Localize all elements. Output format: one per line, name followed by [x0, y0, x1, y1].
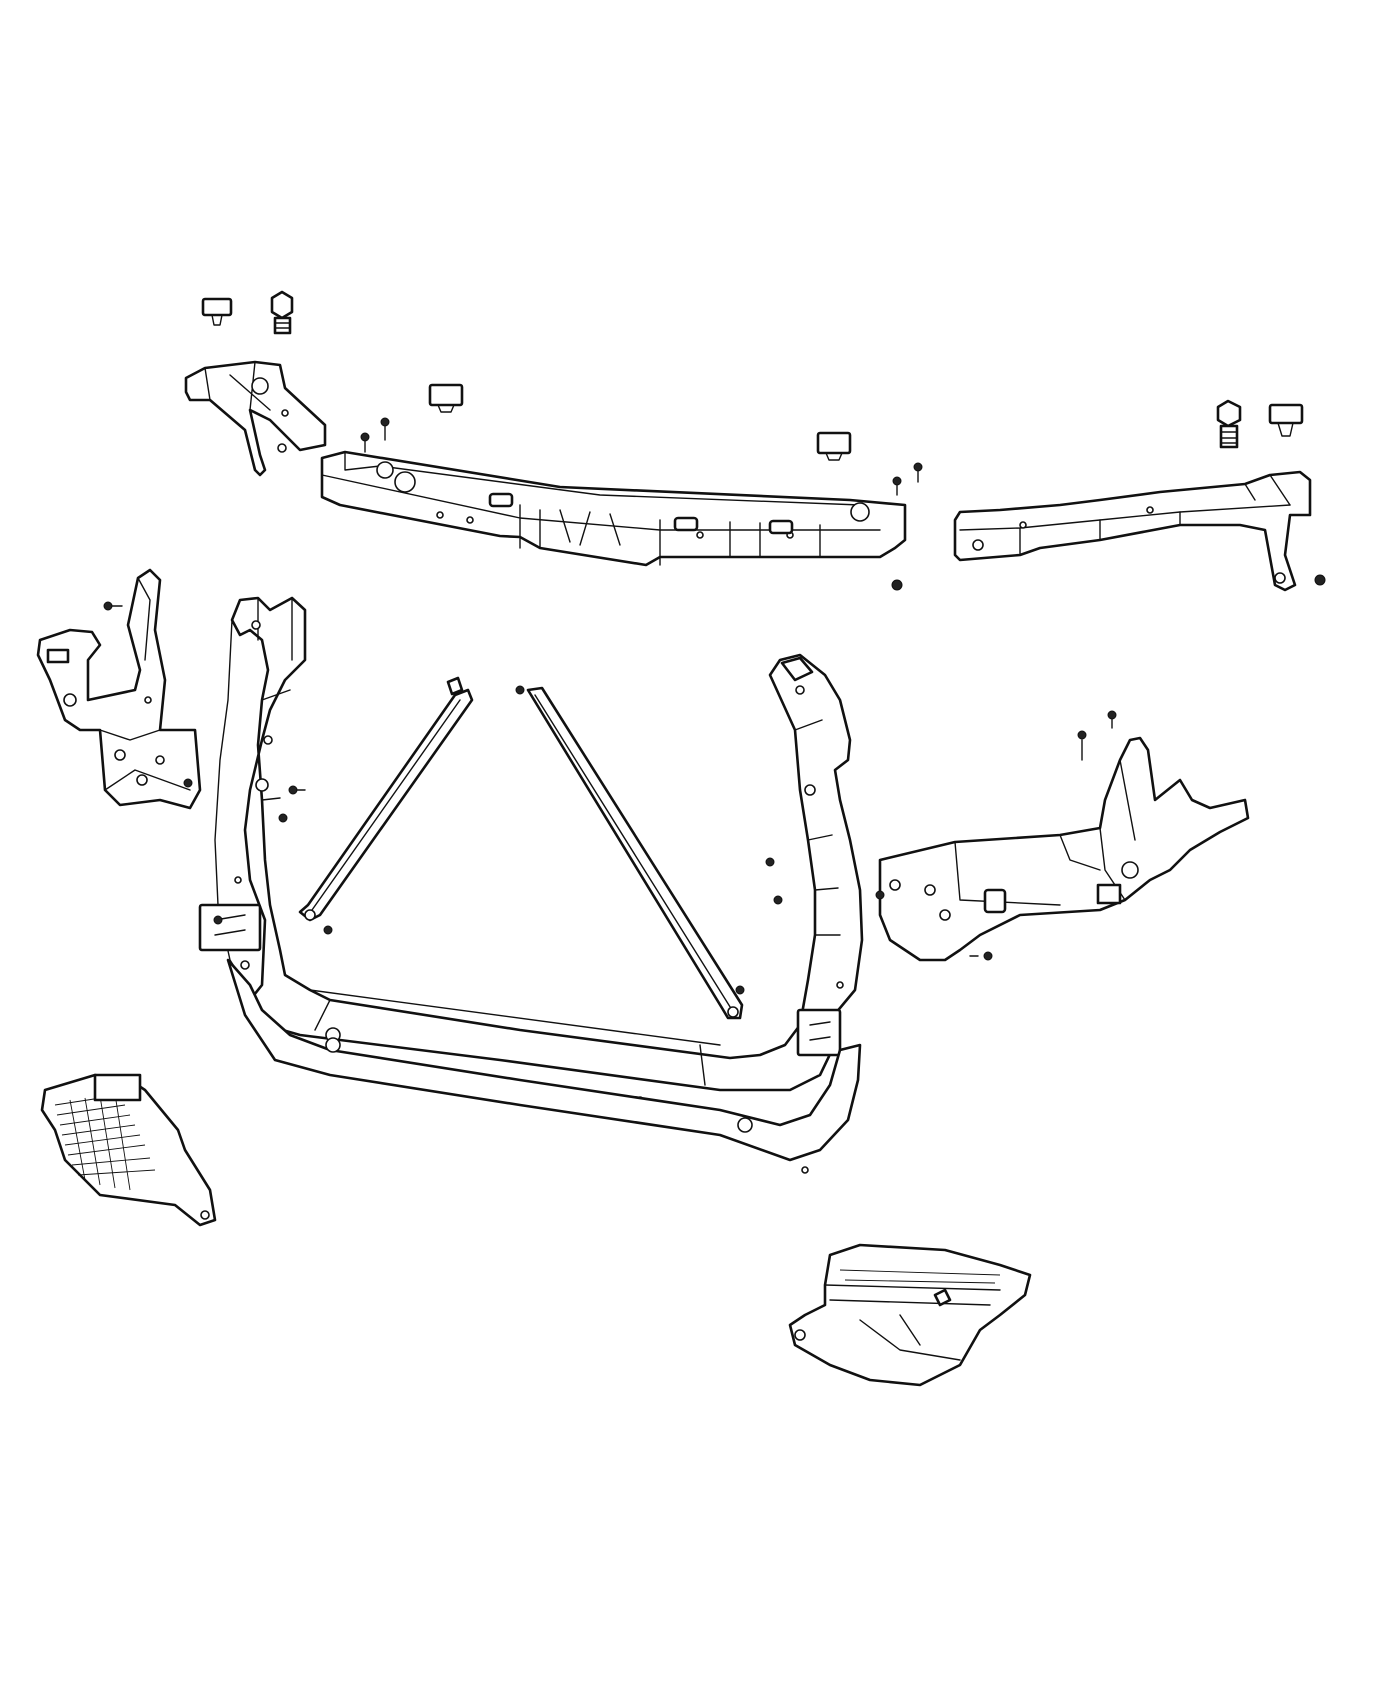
bolt-10	[773, 895, 783, 905]
bolt-8	[278, 813, 288, 823]
bolt-13	[969, 951, 993, 961]
push-pin-clip-2	[1268, 403, 1304, 437]
rubber-isolators	[270, 290, 1242, 461]
left-diagonal-brace	[298, 676, 474, 935]
isolator-4	[1216, 399, 1242, 449]
bolt-4	[892, 476, 902, 496]
bolt-5	[103, 601, 123, 611]
bolt-6	[183, 778, 193, 788]
bolt-12	[875, 890, 885, 900]
nut-1	[891, 579, 903, 591]
isolator-1	[270, 290, 294, 335]
nut-2	[1314, 574, 1326, 586]
right-air-deflector	[788, 1243, 1032, 1387]
push-pin-clips	[201, 297, 1304, 437]
left-upper-extension	[184, 360, 327, 477]
isolator-3	[816, 431, 852, 461]
bolt-3	[913, 462, 923, 483]
right-headlamp-bracket	[878, 730, 1250, 962]
bolt-14	[1107, 710, 1117, 729]
push-pin-clip-1	[201, 297, 233, 326]
bolt-2	[360, 432, 370, 453]
right-diagonal-brace	[515, 685, 745, 1020]
bolt-11	[213, 915, 223, 925]
upper-radiator-crossmember	[320, 450, 907, 567]
bolt-7	[288, 785, 306, 795]
bolt-9	[765, 857, 775, 867]
bolt-1	[380, 417, 390, 441]
isolator-2	[428, 383, 464, 413]
bolts-and-nuts	[103, 417, 1326, 961]
left-headlamp-bracket	[36, 568, 202, 810]
right-upper-extension	[953, 470, 1312, 592]
radiator-support-frame	[198, 596, 864, 1174]
left-air-deflector	[40, 1073, 217, 1227]
